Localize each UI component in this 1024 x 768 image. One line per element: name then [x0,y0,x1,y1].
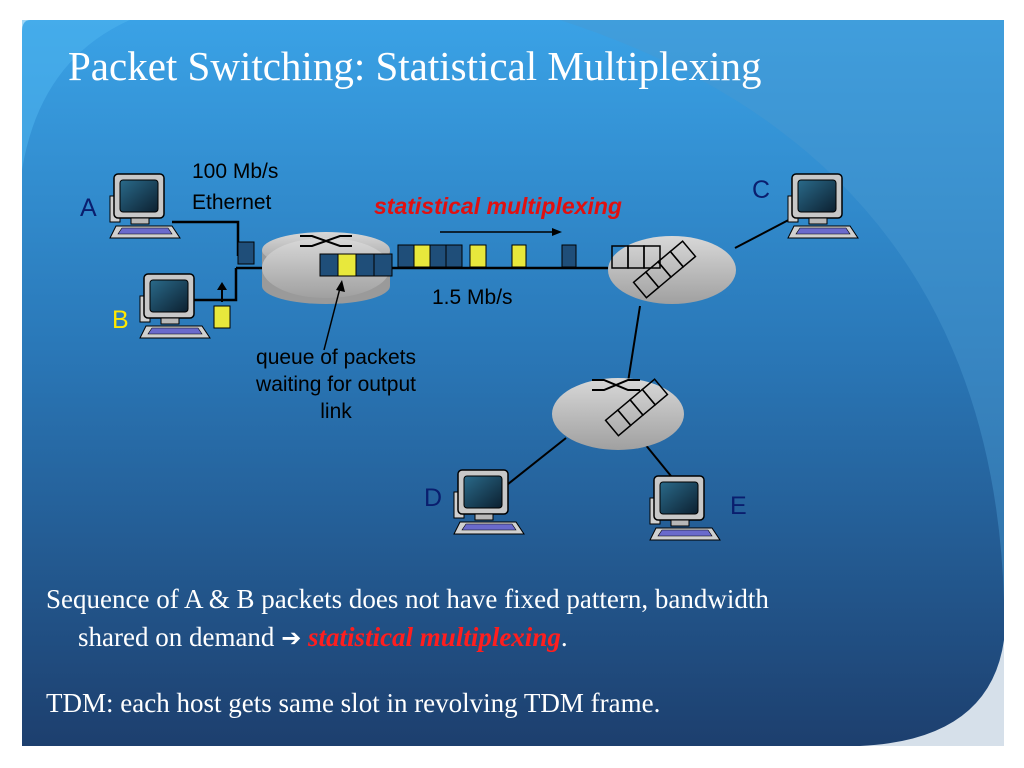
link-d [497,437,567,493]
queue-label-line-3: link [320,400,352,423]
output-link-speed-label: 1.5 Mb/s [432,286,513,309]
host-label-d: D [424,484,443,512]
link-speed-ethernet-label: 100 Mb/s Ethernet [192,156,278,218]
page-title: Packet Switching: Statistical Multiplexi… [68,43,762,89]
host-label-b: B [112,306,129,334]
packets-in-flight [397,244,577,268]
link-speed-label: 100 Mb/s [192,160,279,183]
host-label-c: C [752,176,771,204]
link-switch-down [627,305,641,383]
bullet-1: Sequence of A & B packets does not have … [46,580,976,657]
host-label-a: A [80,194,97,222]
packet-a [237,241,255,265]
bullet-2: TDM: each host gets same slot in revolvi… [46,688,661,718]
queue-label: queue of packets waiting for output link [212,344,460,425]
queue-label-line-1: queue of packets [256,346,416,369]
packet-b [213,305,231,329]
bullet-1-period: . [560,622,568,652]
switch-3 [552,378,684,450]
switch-2 [608,236,736,304]
right-arrow-icon: ➔ [281,624,302,652]
queue-switch-1 [319,253,393,277]
link-b [190,268,238,302]
host-label-e: E [730,492,747,520]
queue-switch-2 [611,240,697,299]
bullet-1-line-2: shared on demand ➔ statistical multiplex… [46,618,976,657]
link-type-label: Ethernet [192,191,272,214]
queue-switch-3 [604,378,669,437]
bullet-1-line-1: Sequence of A & B packets does not have … [46,584,769,614]
bullet-1-text: shared on demand [78,622,275,652]
bullet-1-emphasis: statistical multiplexing [308,622,561,652]
queue-label-line-2: waiting for output [256,373,416,396]
statistical-multiplexing-label: statistical multiplexing [374,193,622,219]
